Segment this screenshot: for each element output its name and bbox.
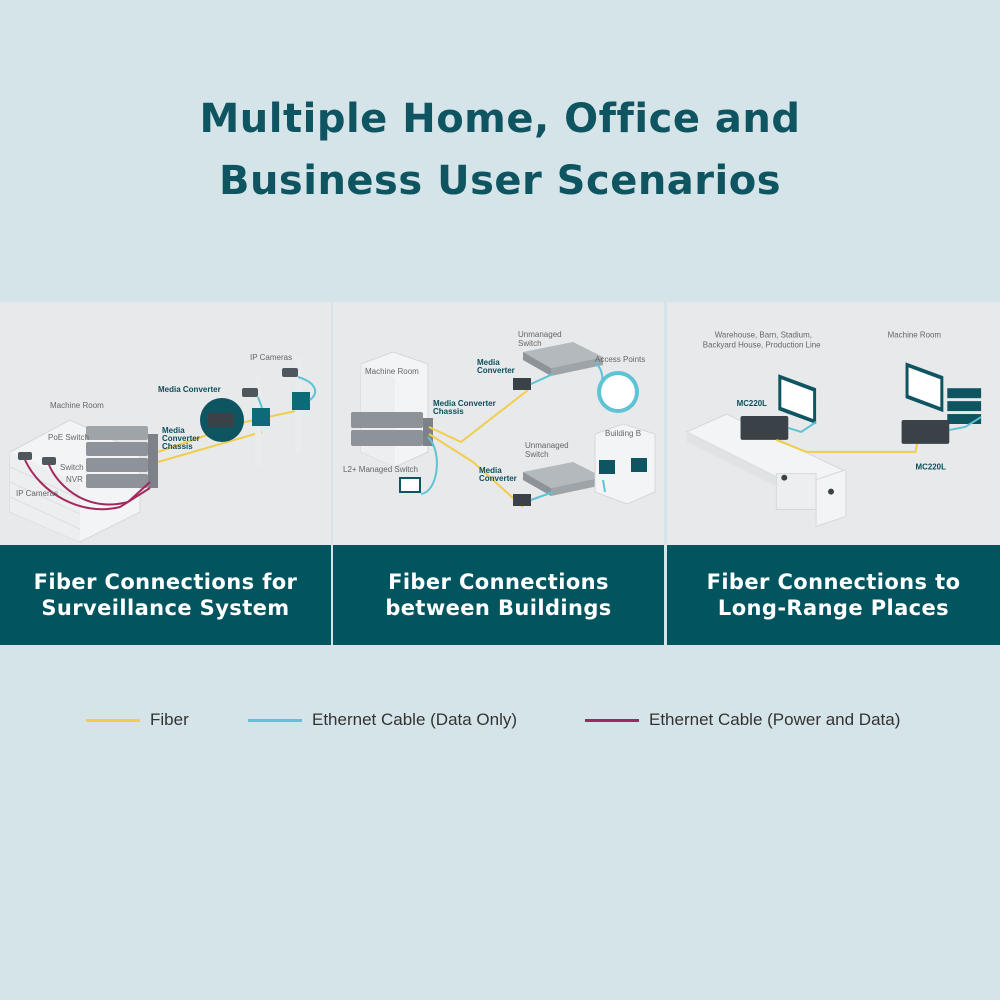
label-machine-room: Machine Room <box>888 331 942 340</box>
caption-long-range: Fiber Connections to Long-Range Places <box>667 545 1000 645</box>
label-switch: Switch <box>60 463 84 472</box>
scenario-panel-long-range: Warehouse, Barn, Stadium, Backyard House… <box>667 302 1000 645</box>
page-headline: Multiple Home, Office and Business User … <box>0 88 1000 212</box>
left-ip-camera-icon <box>18 452 56 465</box>
label-chassis-line2: Converter <box>162 434 200 443</box>
scenario-panels: Machine Room PoE Switch Switch NVR IP Ca… <box>0 302 1000 645</box>
managed-switch-stack-icon <box>351 412 433 446</box>
legend-item-ethernet-power: Ethernet Cable (Power and Data) <box>585 705 900 735</box>
right-ip-camera-icon <box>242 368 298 397</box>
buildings-diagram: Machine Room Unmanaged Switch Media Conv… <box>343 330 656 508</box>
server-rack-icon <box>947 388 982 424</box>
label-machine-room: Machine Room <box>365 367 419 376</box>
unmanaged-switch-top-icon <box>523 342 603 376</box>
legend-item-fiber: Fiber <box>86 705 189 735</box>
label-building-b: Building B <box>605 429 641 438</box>
label-access-points: Access Points <box>595 355 645 364</box>
network-device-stack-icon <box>86 426 158 488</box>
label-unmanaged-bottom-1: Unmanaged <box>525 441 569 450</box>
label-media-top-2: Converter <box>477 366 515 375</box>
monitor-icon <box>399 477 421 493</box>
label-media-top-1: Media <box>477 358 500 367</box>
legend-label-ethernet-data: Ethernet Cable (Data Only) <box>312 710 518 729</box>
caption-buildings: Fiber Connections between Buildings <box>333 545 664 645</box>
access-point-icon <box>597 371 639 413</box>
label-media-bottom-1: Media <box>479 466 502 475</box>
label-mc220l-right: MC220L <box>915 463 946 472</box>
legend-swatch-fiber <box>86 718 140 722</box>
caption-line-2: between Buildings <box>385 596 612 620</box>
scenario-panel-buildings: Machine Room Unmanaged Switch Media Conv… <box>333 302 664 645</box>
label-chassis-1: Media Converter <box>433 399 496 408</box>
building-b-icon <box>594 423 656 505</box>
production-line-icon <box>685 413 848 528</box>
label-nvr: NVR <box>66 475 83 484</box>
caption-line-2: Long-Range Places <box>717 596 950 620</box>
label-places-2: Backyard House, Production Line <box>703 340 821 349</box>
caption-line-1: Fiber Connections <box>388 570 609 594</box>
caption-line-2: Surveillance System <box>41 596 290 620</box>
label-poe-switch: PoE Switch <box>48 433 89 442</box>
label-media-converter: Media Converter <box>158 385 221 394</box>
label-ip-cameras-right: IP Cameras <box>250 353 292 362</box>
cable-legend: Fiber Ethernet Cable (Data Only) Etherne… <box>0 705 1000 735</box>
legend-label-ethernet-power: Ethernet Cable (Power and Data) <box>649 710 901 729</box>
surveillance-diagram: Machine Room PoE Switch Switch NVR IP Ca… <box>9 353 317 543</box>
legend-swatch-ethernet-data <box>248 718 302 722</box>
label-unmanaged-top-2: Switch <box>518 339 542 348</box>
monitor-left-icon <box>778 374 817 424</box>
label-unmanaged-bottom-2: Switch <box>525 450 549 459</box>
label-chassis-2: Chassis <box>433 407 464 416</box>
scenario-panel-surveillance: Machine Room PoE Switch Switch NVR IP Ca… <box>0 302 331 645</box>
mc220l-left-icon <box>740 416 789 440</box>
legend-label-fiber: Fiber <box>150 710 189 729</box>
label-chassis-line1: Media <box>162 426 185 435</box>
long-range-diagram: Warehouse, Barn, Stadium, Backyard House… <box>685 331 982 528</box>
caption-line-1: Fiber Connections to <box>706 570 961 594</box>
label-media-bottom-2: Converter <box>479 474 517 483</box>
label-places-1: Warehouse, Barn, Stadium, <box>715 331 812 340</box>
headline-line-2: Business User Scenarios <box>218 158 782 204</box>
mc220l-right-icon <box>901 420 950 444</box>
caption-line-1: Fiber Connections for <box>33 570 298 594</box>
label-machine-room: Machine Room <box>50 401 104 410</box>
legend-item-ethernet-data: Ethernet Cable (Data Only) <box>248 705 517 735</box>
headline-line-1: Multiple Home, Office and <box>199 96 801 142</box>
label-l2-switch: L2+ Managed Switch <box>343 465 418 474</box>
label-ip-cameras-left: IP Cameras <box>16 489 58 498</box>
label-chassis-line3: Chassis <box>162 442 193 451</box>
monitor-right-icon <box>905 362 944 413</box>
unmanaged-switch-bottom-icon <box>523 462 603 496</box>
label-unmanaged-top-1: Unmanaged <box>518 330 562 339</box>
caption-surveillance: Fiber Connections for Surveillance Syste… <box>0 545 331 645</box>
label-mc220l-left: MC220L <box>737 399 768 408</box>
legend-swatch-ethernet-power <box>585 718 639 722</box>
